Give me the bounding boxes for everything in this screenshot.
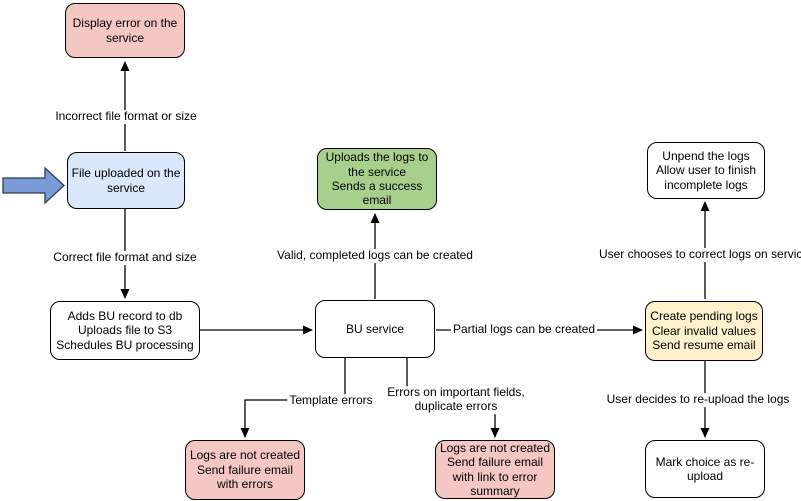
- node-adds-bu-record: Adds BU record to db Uploads file to S3 …: [50, 301, 200, 360]
- edge-label-incorrect-format: Incorrect file format or size: [53, 109, 199, 124]
- edge-label-correct-format: Correct file format and size: [51, 250, 199, 265]
- node-mark-choice-reupload: Mark choice as re- upload: [645, 440, 765, 498]
- node-create-pending-logs: Create pending logs Clear invalid values…: [645, 301, 763, 361]
- node-logs-not-created-template: Logs are not created Send failure email …: [185, 440, 305, 500]
- node-bu-service: BU service: [315, 300, 435, 358]
- node-logs-not-created-fields: Logs are not created Send failure email …: [435, 440, 555, 499]
- node-uploads-logs-success: Uploads the logs to the service Sends a …: [317, 148, 437, 210]
- edge-label-valid-completed: Valid, completed logs can be created: [275, 248, 475, 263]
- node-file-uploaded: File uploaded on the service: [67, 152, 185, 209]
- edge-label-user-corrects: User chooses to correct logs on service: [596, 247, 801, 262]
- edge-label-partial-logs: Partial logs can be created: [450, 322, 598, 337]
- edge-label-template-errors: Template errors: [287, 393, 375, 408]
- entry-arrow-icon: [2, 166, 65, 205]
- edge-label-user-reuploads: User decides to re-upload the logs: [604, 392, 792, 407]
- edge-label-field-errors: Errors on important fields, duplicate er…: [385, 385, 527, 414]
- node-display-error: Display error on the service: [65, 3, 185, 58]
- node-unpend-logs: Unpend the logs Allow user to finish inc…: [647, 142, 765, 199]
